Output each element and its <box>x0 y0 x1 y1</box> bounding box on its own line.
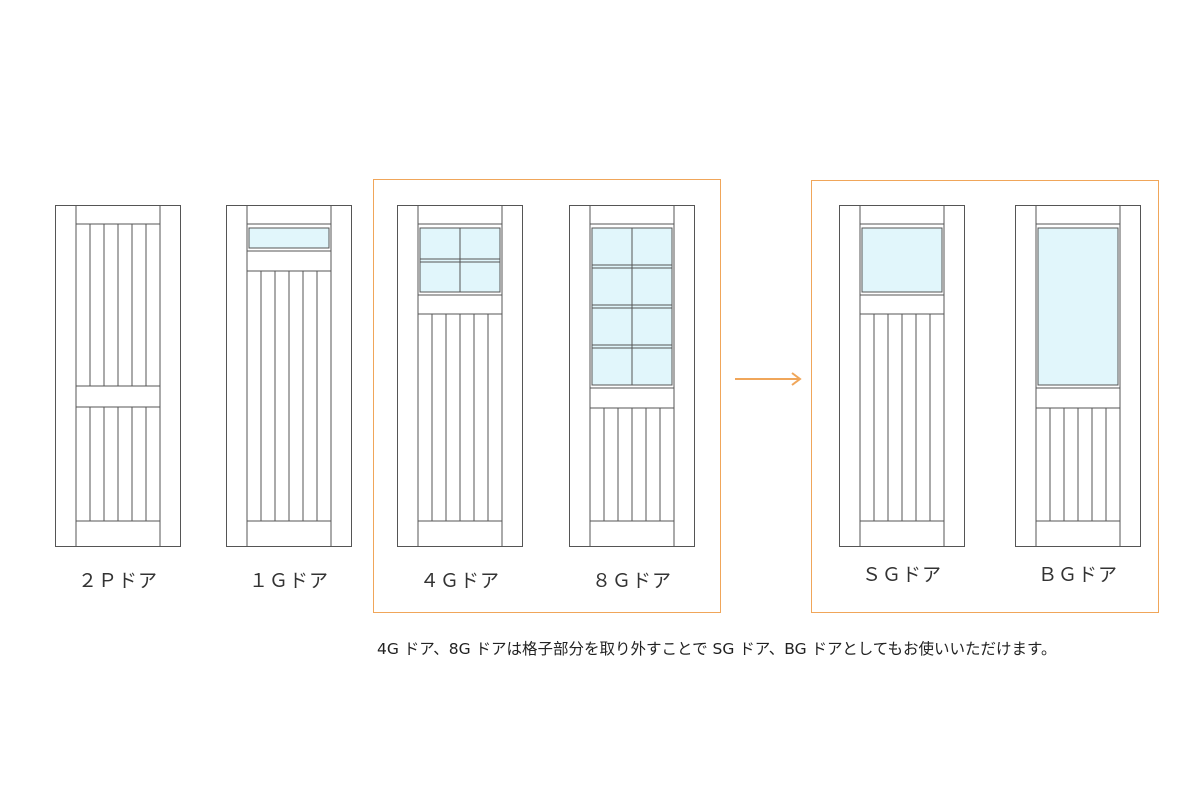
door-bg <box>1015 205 1141 548</box>
conversion-note: 4G ドア、8G ドアは格子部分を取り外すことで SG ドア、BG ドアとしても… <box>377 640 1057 658</box>
door-label-2p: ２Ｐドア <box>77 570 158 592</box>
door-label-bg: ＢＧドア <box>1037 564 1118 586</box>
door-1g <box>226 205 352 548</box>
door-label-1g: １Ｇドア <box>248 570 329 592</box>
convertible-doors-box <box>373 179 721 613</box>
glass-pane <box>248 227 330 249</box>
door-sg <box>839 205 965 548</box>
door-label-sg: ＳＧドア <box>861 564 942 586</box>
door-4g <box>397 205 523 548</box>
glass-pane <box>861 227 943 293</box>
glass-pane <box>1037 227 1119 386</box>
door-2p <box>55 205 181 548</box>
arrow-icon <box>735 372 802 386</box>
converted-doors-box <box>811 180 1159 613</box>
door-8g <box>569 205 695 548</box>
door-label-4g: ４Ｇドア <box>419 570 500 592</box>
door-label-8g: ８Ｇドア <box>591 570 672 592</box>
